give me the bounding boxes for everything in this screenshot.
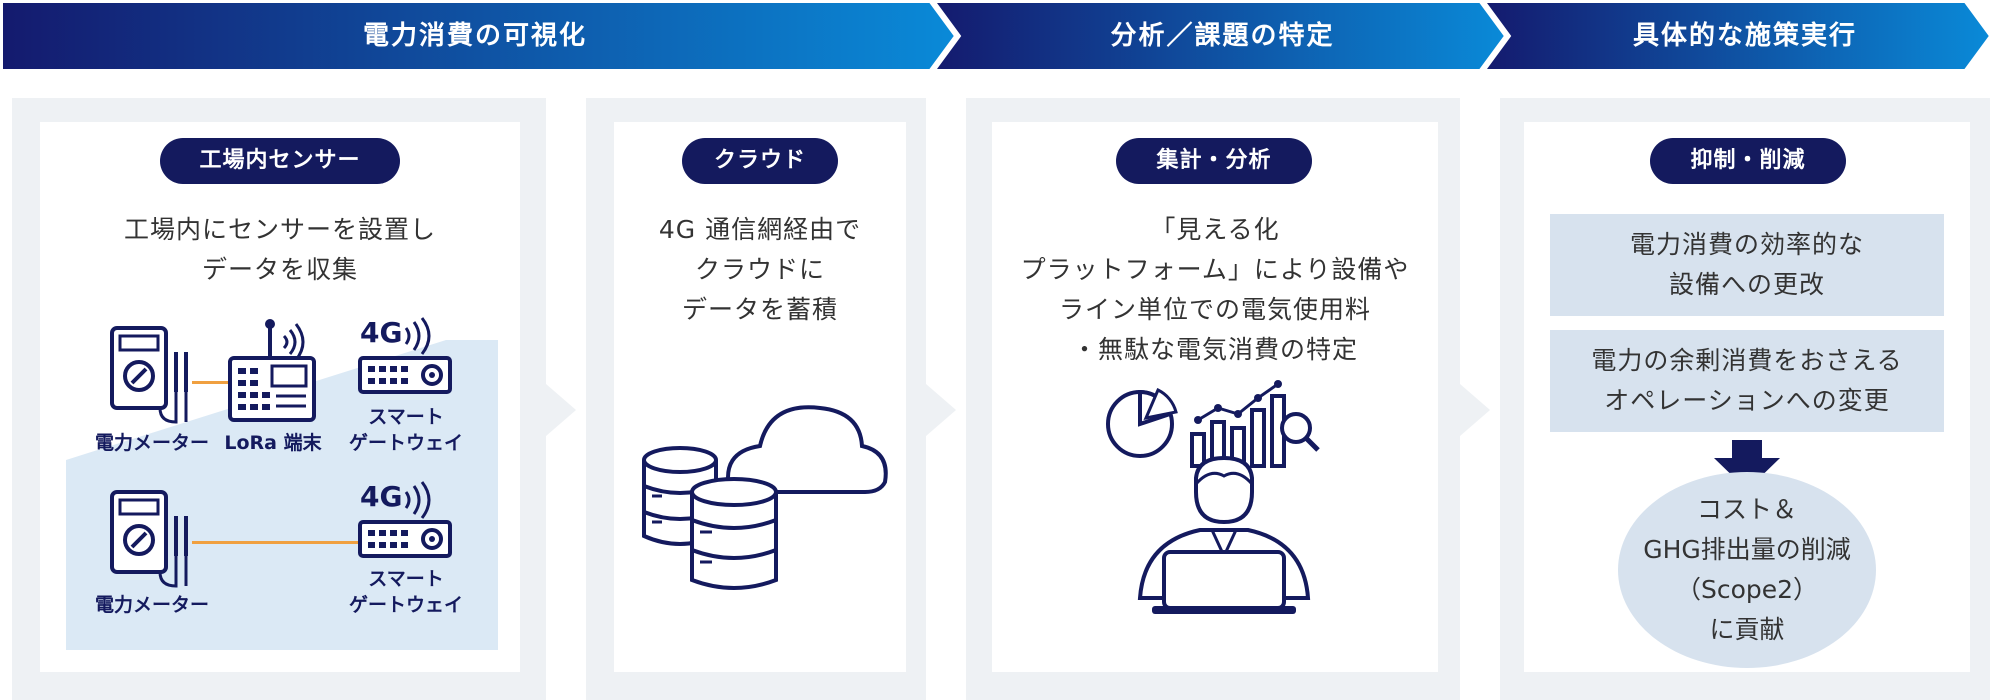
box2-line-2: オペレーションへの変更 [1604,386,1890,415]
pill-factory-sensor: 工場内センサー [160,138,400,184]
analysis-desc-line-2: プラットフォーム」により設備や [1020,255,1410,284]
arrow-down-icon [1714,440,1780,490]
label-power-meter-top: 電力メーター [94,432,209,454]
action-box-equipment-upgrade: 電力消費の効率的な 設備への更改 [1550,214,1944,316]
stage-label-visualization: 電力消費の可視化 [362,21,587,51]
label-lora-device: LoRa 端末 [224,432,322,454]
stage-arrow-3 [1483,0,1992,71]
action-box-operation-change: 電力の余剰消費をおさえる オペレーションへの変更 [1550,330,1944,432]
sensor-desc-line-1: 工場内にセンサーを設置し [123,215,436,244]
label-gateway-top: スマート ゲートウェイ [342,404,470,456]
stage-label-analysis: 分析／課題の特定 [1110,21,1335,51]
analysis-desc-line-1: 「見える化 [1150,215,1280,244]
box1-line-2: 設備への更改 [1668,270,1825,299]
result-line-1: コスト＆ [1696,495,1797,524]
result-cost-ghg-reduction: コスト＆ GHG排出量の削減 （Scope2） に貢献 [1618,472,1876,668]
sensor-desc-line-2: データを収集 [201,255,358,284]
wire-top-left [192,381,228,384]
power-meter-icon [110,326,188,424]
label-power-meter-bottom: 電力メーター [94,594,209,616]
lora-device-icon [228,319,316,422]
chevron-right-icon [1460,384,1490,436]
wire-bottom [192,541,358,544]
cloud-description: 4G 通信網経由で クラウドに データを蓄積 [614,210,906,330]
stage-banner [1,0,1992,71]
badge-4g-top: 4G [360,316,403,349]
cloud-desc-line-2: クラウドに [694,255,825,284]
pill-suppression-reduction: 抑制・削減 [1650,138,1846,184]
label-gateway-bottom-line-1: スマート [368,568,444,590]
badge-4g-bottom: 4G [360,480,403,513]
chevron-right-icon [546,384,576,436]
cloud-database-icon [642,405,888,590]
wifi-signal-icon [404,317,431,355]
wifi-signal-icon [404,481,431,519]
result-line-2: GHG排出量の削減 [1643,535,1851,564]
smart-gateway-icon [358,520,452,558]
pill-aggregation-analysis: 集計・分析 [1116,138,1312,184]
result-line-3: （Scope2） [1675,575,1819,604]
analysis-desc-line-3: ライン単位での電気使用料 [1058,295,1371,324]
label-gateway-top-line-2: ゲートウェイ [348,432,463,454]
stage-arrow-1 [1,0,957,71]
data-analyst-icon [1106,380,1320,614]
stage-arrow-2 [933,0,1507,71]
box1-line-1: 電力消費の効率的な [1629,230,1864,259]
label-gateway-bottom-line-2: ゲートウェイ [348,594,463,616]
power-meter-icon [110,490,188,588]
smart-gateway-icon [358,356,452,394]
analysis-desc-line-4: ・無駄な電気消費の特定 [1071,335,1358,364]
analysis-description: 「見える化 プラットフォーム」により設備や ライン単位での電気使用料 ・無駄な電… [992,210,1438,370]
cloud-desc-line-3: データを蓄積 [681,295,838,324]
cloud-desc-line-1: 4G 通信網経由で [658,215,862,244]
pill-cloud: クラウド [682,138,838,184]
sensor-description: 工場内にセンサーを設置し データを収集 [40,210,520,290]
box2-line-1: 電力の余剰消費をおさえる [1591,346,1903,375]
stage-label-action: 具体的な施策実行 [1632,21,1857,51]
result-line-4: に貢献 [1709,615,1785,644]
chevron-right-icon [926,384,956,436]
label-gateway-bottom: スマート ゲートウェイ [342,566,470,618]
label-gateway-top-line-1: スマート [368,406,444,428]
